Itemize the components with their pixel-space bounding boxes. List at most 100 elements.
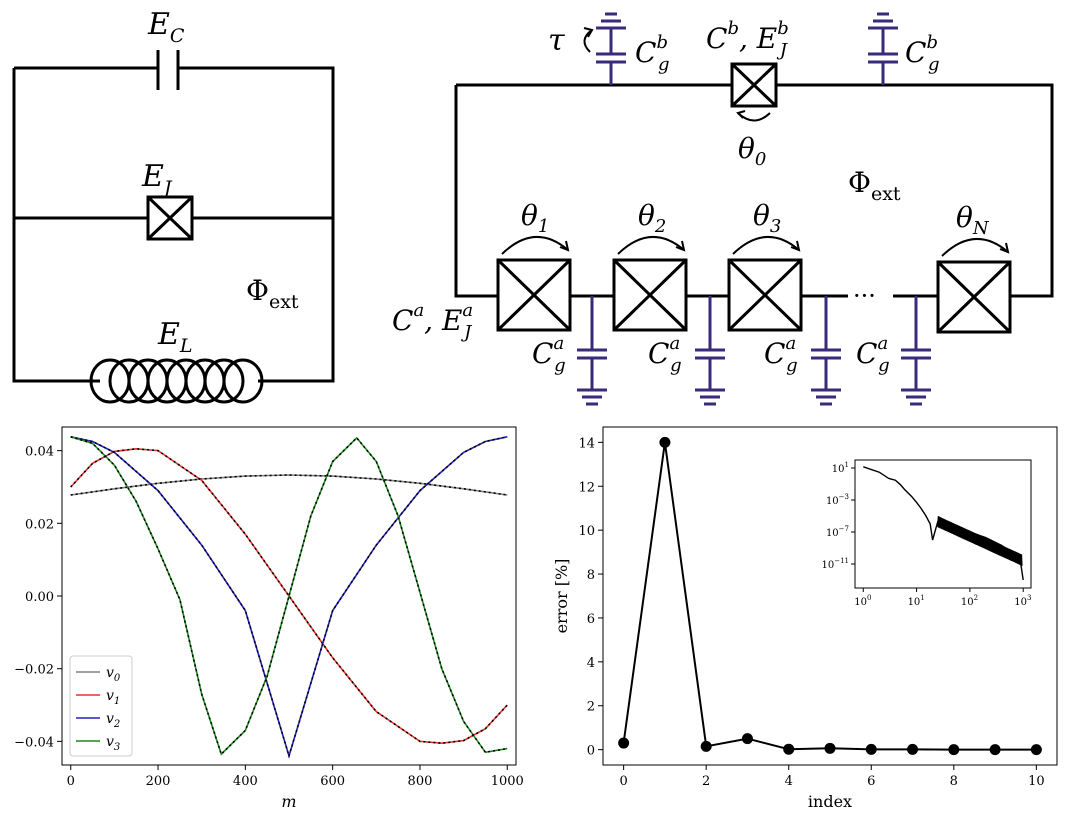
- phase-arrow-3-icon: [732, 236, 800, 255]
- inset-y-tick-label: 101: [832, 461, 849, 475]
- x-tick-label: 0: [67, 774, 75, 789]
- error-point: [1030, 744, 1042, 756]
- y-tick-label: −0.02: [14, 663, 54, 678]
- junction-b-icon: [730, 62, 778, 108]
- eigenvector-chart: 0 200 400 600 800 1000 0.04 0.02 0.00 −0.02 −0.04 m…: [14, 426, 524, 811]
- y-tick-label: 12: [578, 480, 595, 495]
- gate-capacitor-bottom-1-icon: [577, 296, 607, 406]
- series-line-v0: [70, 474, 508, 496]
- error-inset-chart: 100 101 102 103 101 10−3 10−7 10−11: [821, 459, 1032, 608]
- inset-y-tick-label: 10−7: [826, 525, 849, 539]
- approx-line-v0: [70, 474, 508, 496]
- junction-1-icon: [496, 258, 572, 332]
- y-tick-label: 6: [587, 612, 595, 627]
- y-tick-label: 0.02: [25, 517, 54, 532]
- y-tick-label: −0.04: [14, 735, 54, 750]
- gate-capacitor-bottom-3-icon: [811, 296, 841, 406]
- error-point: [700, 740, 712, 752]
- error-point: [783, 743, 795, 755]
- y-tick-label: 8: [587, 568, 595, 583]
- approx-line-v2: [70, 436, 508, 759]
- error-point: [659, 436, 671, 448]
- flux-ext-label: Φext: [848, 166, 901, 205]
- phase-arrow-n-icon: [941, 238, 1009, 257]
- fluxonium-circuit: EC EJ EL Φext: [12, 7, 335, 404]
- x-tick-label: 1000: [491, 774, 524, 789]
- error-point: [907, 743, 919, 755]
- error-point: [824, 742, 836, 754]
- legend-label: v3: [106, 734, 120, 753]
- capacitor-label: EC: [147, 7, 185, 47]
- x-tick-label: 600: [320, 774, 345, 789]
- inset-y-tick-label: 10−11: [821, 557, 849, 571]
- legend-label: v2: [106, 711, 120, 730]
- error-point: [741, 733, 753, 745]
- tau-label: τ: [548, 23, 565, 58]
- inset-x-tick-label: 100: [854, 594, 871, 608]
- y-tick-label: 0.04: [25, 445, 54, 460]
- josephson-junction-icon: [146, 195, 194, 241]
- y-tick-label: 2: [587, 700, 595, 715]
- x-tick-label: 6: [867, 774, 875, 789]
- x-tick-label: 200: [146, 774, 171, 789]
- x-tick-label: 8: [950, 774, 958, 789]
- legend-box: [69, 655, 133, 757]
- theta3-label: θ3: [753, 199, 781, 237]
- inset-oscillation-band: [937, 516, 1023, 566]
- inset-x-tick-label: 101: [908, 594, 925, 608]
- gate-capacitor-top-left-icon: [596, 12, 626, 85]
- x-tick-label: 10: [1028, 774, 1045, 789]
- x-tick-label: 2: [702, 774, 710, 789]
- x-tick-label: 4: [785, 774, 793, 789]
- x-tick-label: 0: [619, 774, 627, 789]
- inset-x-tick-label: 102: [961, 594, 978, 608]
- error-point: [865, 743, 877, 755]
- inset-x-tick-label: 103: [1014, 594, 1031, 608]
- flux-label: Φext: [246, 274, 299, 313]
- y-tick-label: 0.00: [25, 590, 54, 605]
- gate-capacitor-bottom-n-icon: [901, 296, 931, 406]
- x-tick-label: 800: [408, 774, 433, 789]
- y-axis-label: error [%]: [552, 559, 571, 634]
- error-point: [618, 737, 630, 749]
- approx-line-v3: [70, 436, 508, 756]
- thetaN-label: θN: [956, 201, 990, 239]
- theta0-label: θ0: [738, 132, 766, 170]
- y-tick-label: 10: [578, 524, 595, 539]
- error-point: [948, 744, 960, 756]
- inductor-icon: [89, 358, 264, 404]
- error-point: [989, 744, 1001, 756]
- x-axis-label: m: [281, 792, 296, 811]
- y-tick-label: 14: [578, 436, 595, 451]
- coil-loop: [203, 358, 245, 404]
- x-tick-label: 400: [233, 774, 258, 789]
- series-line-v3: [70, 436, 508, 756]
- phase-arrow-1-icon: [501, 236, 569, 255]
- coil-loop: [222, 358, 264, 404]
- ellipsis-label: ···: [853, 282, 876, 310]
- gate-capacitor-bottom-2-icon: [695, 296, 725, 406]
- gate-capacitor-top-right-icon: [868, 12, 898, 85]
- y-tick-label: 0: [587, 744, 595, 759]
- plot-frame: [602, 426, 1058, 766]
- junction-2-icon: [612, 258, 688, 332]
- y-tick-label: 4: [587, 656, 595, 671]
- theta1-label: θ1: [521, 199, 549, 237]
- inset-y-tick-label: 10−3: [826, 493, 849, 507]
- theta2-label: θ2: [638, 199, 666, 237]
- legend-label: v0: [106, 665, 121, 684]
- junction-n-icon: [936, 260, 1012, 334]
- legend-label: v1: [106, 688, 120, 707]
- x-axis-label: index: [808, 792, 852, 811]
